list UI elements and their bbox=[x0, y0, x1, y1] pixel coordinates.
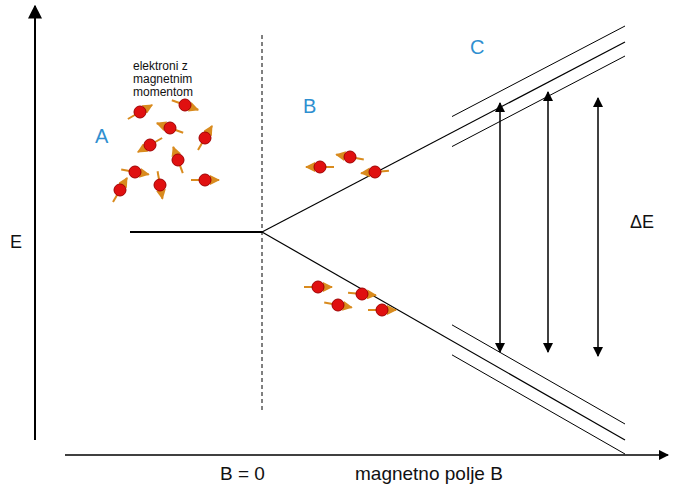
upper-level bbox=[262, 42, 625, 232]
energy-level bbox=[130, 231, 262, 233]
field-axis bbox=[65, 454, 668, 456]
lower-level bbox=[262, 232, 625, 440]
transition-arrows bbox=[500, 92, 598, 356]
note-text: elektroni z magnetnim momentom bbox=[133, 60, 233, 100]
energy-axis bbox=[34, 6, 36, 440]
axis-value: B = 0 bbox=[220, 464, 265, 485]
quantity-label: ΔE bbox=[630, 213, 654, 233]
part-label: B bbox=[303, 95, 316, 117]
zero-field-line bbox=[262, 35, 263, 410]
axis-label: magnetno polje B bbox=[355, 464, 503, 485]
fine-levels bbox=[452, 26, 625, 454]
part-label: C bbox=[470, 36, 484, 58]
part-label: A bbox=[95, 125, 108, 147]
electrons bbox=[113, 99, 396, 316]
axis-label: E bbox=[10, 233, 22, 253]
